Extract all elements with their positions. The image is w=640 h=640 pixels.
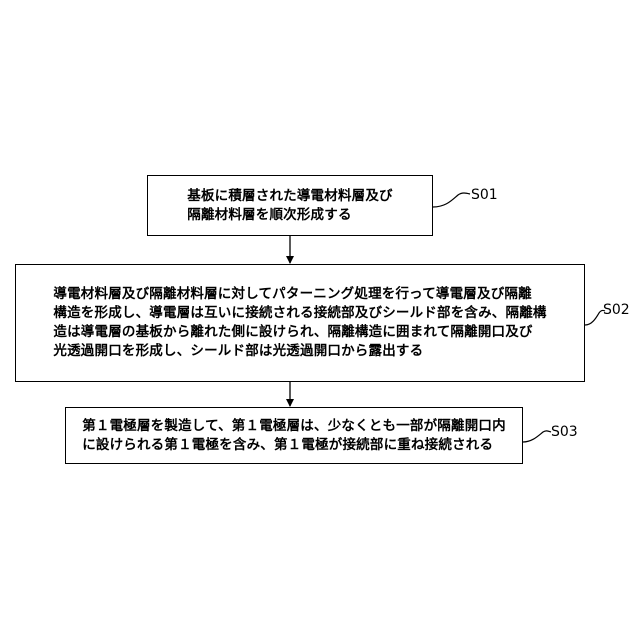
leader-line-s01 xyxy=(433,193,470,207)
step-box-s01: 基板に積層された導電材料層及び 隔離材料層を順次形成する xyxy=(147,175,433,236)
leader-line-s03 xyxy=(523,431,551,442)
step-text-s01: 基板に積層された導電材料層及び 隔離材料層を順次形成する xyxy=(187,187,393,225)
step-text-s02: 導電材料層及び隔離材料層に対してパターニング処理を行って導電層及び隔離 構造を形… xyxy=(53,285,546,361)
step-label-s02: S02 xyxy=(603,302,630,318)
step-label-s01: S01 xyxy=(471,187,498,203)
step-text-s03: 第１電極層を製造して、第１電極層は、少なくとも一部が隔離開口内 に設けられる第１… xyxy=(82,417,506,455)
step-label-s03: S03 xyxy=(551,424,578,440)
step-box-s02: 導電材料層及び隔離材料層に対してパターニング処理を行って導電層及び隔離 構造を形… xyxy=(15,264,585,382)
leader-line-s02 xyxy=(585,310,605,325)
step-box-s03: 第１電極層を製造して、第１電極層は、少なくとも一部が隔離開口内 に設けられる第１… xyxy=(65,407,523,464)
